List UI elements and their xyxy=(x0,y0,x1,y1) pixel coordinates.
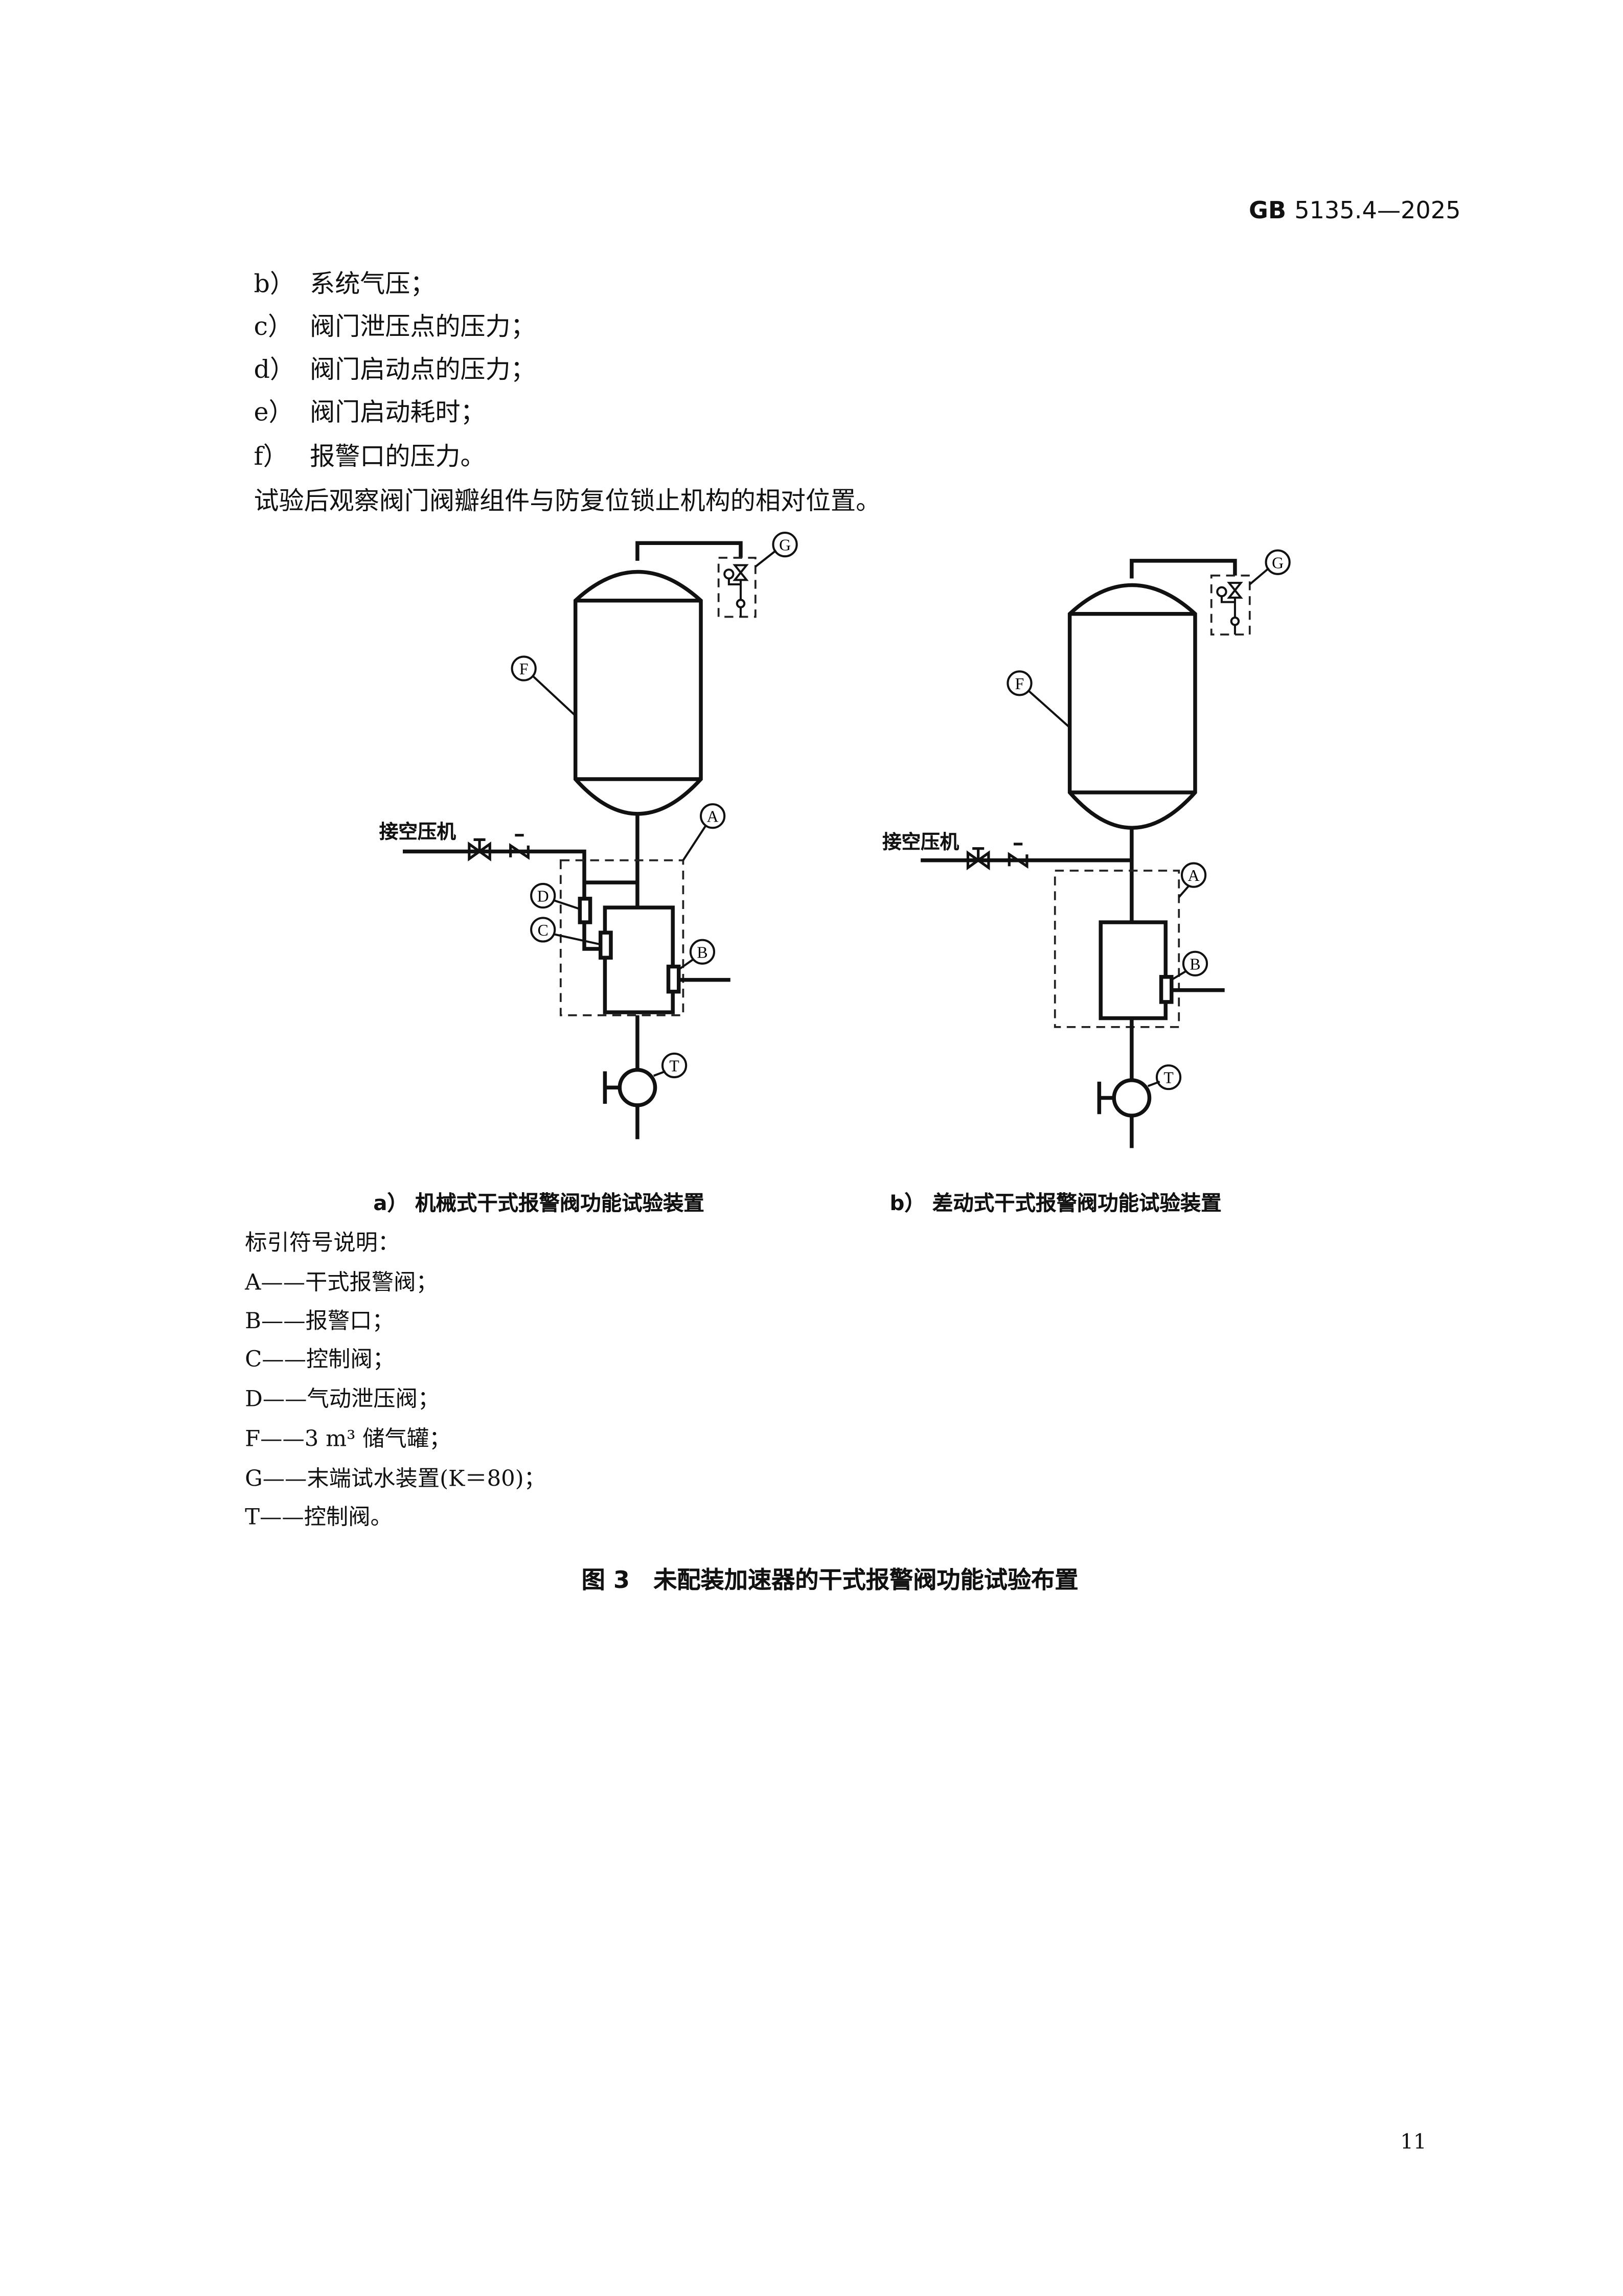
diagram-a: G F D C B A T xyxy=(402,531,798,1140)
svg-text:A: A xyxy=(707,808,719,826)
pressure-relief-valve xyxy=(578,897,592,924)
svg-text:F: F xyxy=(1015,675,1024,693)
end-test-device-box xyxy=(717,557,757,618)
figure-title: 图 3 未配装加速器的干式报警阀功能试验布置 xyxy=(581,1565,1079,1594)
legend-item: B——报警口； xyxy=(245,1307,394,1334)
svg-text:C: C xyxy=(538,921,548,939)
svg-text:B: B xyxy=(697,943,707,961)
legend-item: A——干式报警阀； xyxy=(245,1269,438,1296)
end-test-device-box xyxy=(1210,574,1251,636)
alarm-port xyxy=(666,964,681,994)
alarm-port xyxy=(1159,975,1174,1004)
list-item: b）系统气压； xyxy=(254,270,436,300)
svg-text:F: F xyxy=(519,660,529,678)
control-valve-c xyxy=(599,930,613,960)
svg-text:T: T xyxy=(1163,1069,1173,1087)
standard-number: GB 5135.4—2025 xyxy=(1249,196,1461,224)
legend-item: G——末端试水装置(K＝80)； xyxy=(245,1465,546,1492)
page-number: 11 xyxy=(1400,2130,1427,2155)
svg-text:A: A xyxy=(1188,867,1200,884)
paragraph: 试验后观察阀门阀瓣组件与防复位锁止机构的相对位置。 xyxy=(254,487,881,517)
valve-body xyxy=(1099,920,1168,1020)
caption-a: a） 机械式干式报警阀功能试验装置 xyxy=(373,1192,704,1216)
dry-alarm-valve-box xyxy=(559,859,684,1016)
legend-item: D——气动泄压阀； xyxy=(245,1385,440,1413)
svg-text:D: D xyxy=(537,888,549,905)
legend-item: T——控制阀。 xyxy=(245,1504,393,1531)
valve-body xyxy=(603,905,675,1014)
air-tank xyxy=(1067,583,1197,830)
legend-title: 标引符号说明： xyxy=(245,1229,400,1256)
control-valve-t xyxy=(1112,1078,1152,1118)
end-test-device-icon xyxy=(723,564,749,617)
end-test-device-icon xyxy=(1216,582,1243,635)
list-item: e）阀门启动耗时； xyxy=(254,398,486,428)
check-valve-icon xyxy=(1008,843,1028,869)
air-compressor-label-b: 接空压机 xyxy=(882,832,959,855)
air-inlet-valve-icon xyxy=(966,847,990,871)
check-valve-icon xyxy=(509,834,530,860)
air-tank xyxy=(573,570,703,816)
svg-text:G: G xyxy=(779,536,791,554)
control-valve-t xyxy=(618,1067,657,1107)
legend-item: F——3 m³ 储气罐； xyxy=(245,1425,451,1452)
list-item: c）阀门泄压点的压力； xyxy=(254,312,536,343)
list-item: d）阀门启动点的压力； xyxy=(254,355,536,385)
air-compressor-label-a: 接空压机 xyxy=(379,822,456,845)
diagram-b: G F B A T xyxy=(921,549,1291,1148)
legend-item: C——控制阀； xyxy=(245,1346,395,1373)
list-item: f）报警口的压力。 xyxy=(254,442,486,472)
svg-text:G: G xyxy=(1272,554,1284,572)
air-inlet-valve-icon xyxy=(468,838,491,861)
caption-b: b） 差动式干式报警阀功能试验装置 xyxy=(889,1192,1222,1216)
dry-alarm-valve-box xyxy=(1054,870,1180,1028)
svg-text:B: B xyxy=(1190,955,1200,973)
svg-text:T: T xyxy=(669,1057,679,1075)
